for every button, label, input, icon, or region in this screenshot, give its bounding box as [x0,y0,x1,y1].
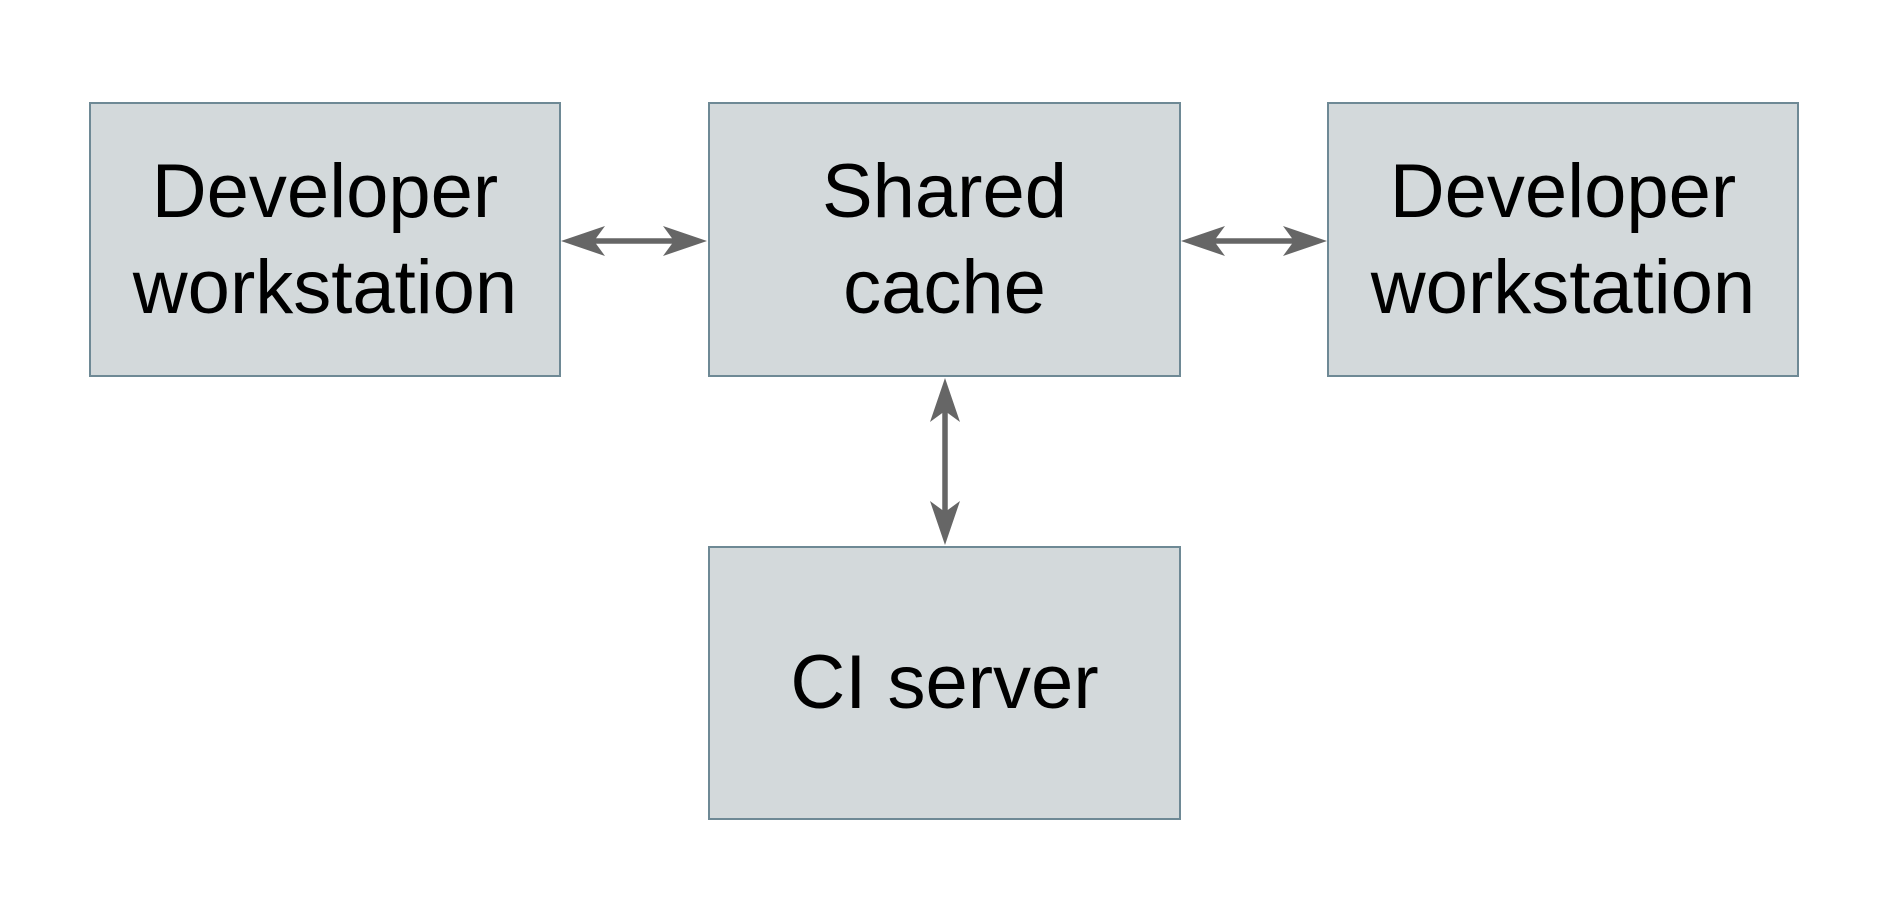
double-arrow-icon-cache-right-workstation [1181,226,1327,256]
node-label-line: cache [843,244,1046,330]
node-ci-server: CI server [708,546,1181,820]
arrowhead-left [1181,226,1225,256]
node-shared-cache: Shared cache [708,102,1181,377]
node-label-line: workstation [132,244,518,330]
node-developer-workstation-left: Developer workstation [89,102,561,377]
node-label-line: CI server [790,640,1099,725]
arrowhead-left [561,226,605,256]
arrowhead-right [1283,226,1327,256]
double-arrow-icon-cache-ci-server [930,378,960,545]
arrowhead-right [663,226,707,256]
node-label-line: Developer [151,148,499,234]
double-arrow-icon-left-workstation-cache [561,226,707,256]
node-label-line: Shared [821,148,1068,234]
arrowhead-up [930,378,960,422]
node-developer-workstation-right: Developer workstation [1327,102,1799,377]
node-label-line: workstation [1370,244,1756,330]
node-label-line: Developer [1389,148,1737,234]
arrowhead-down [930,501,960,545]
